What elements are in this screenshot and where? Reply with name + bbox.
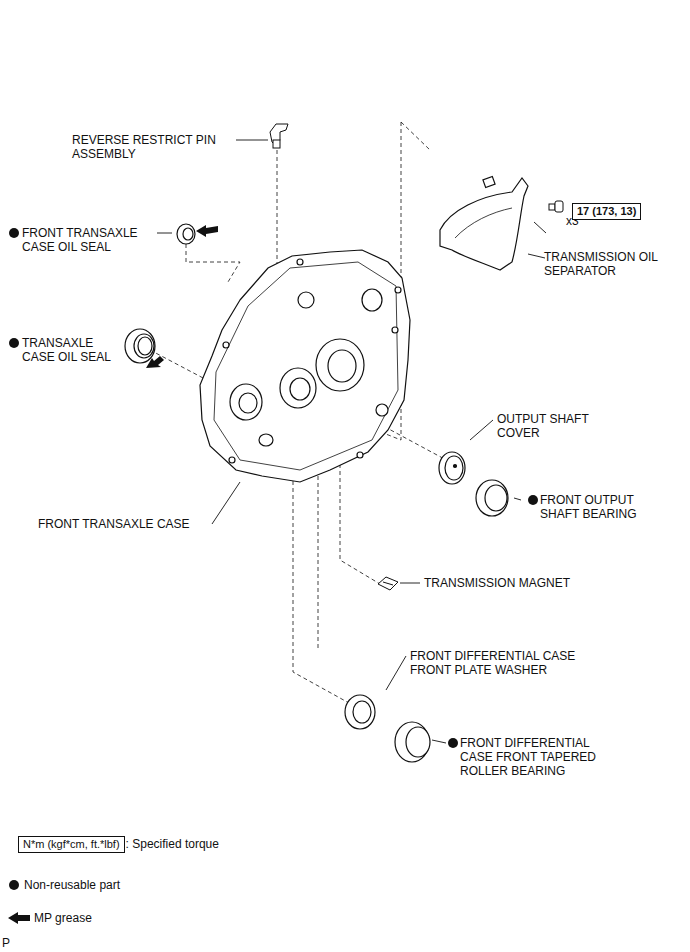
mp-grease-legend-arrow xyxy=(8,912,30,924)
mp-grease-arrow xyxy=(146,225,218,368)
part-name: FRONT DIFFERENTIAL CASE FRONT TAPERED RO… xyxy=(460,736,622,778)
node-text: N*m (kgf*cm, ft.*lbf) xyxy=(23,838,120,850)
legend-text: : Specified torque xyxy=(126,837,219,851)
non-reusable-mark xyxy=(9,228,538,890)
reverse-restrict-pin xyxy=(270,124,288,148)
transaxle-case-oil-seal xyxy=(125,329,155,363)
part-name: TRANSMISSION MAGNET xyxy=(424,576,594,590)
torque-box: 17 (173, 13) xyxy=(572,203,641,220)
torque-unit-box: N*m (kgf*cm, ft.*lbf) xyxy=(18,836,125,853)
part-name: TRANSMISSION OIL SEPARATOR xyxy=(544,250,664,278)
part-name: REVERSE RESTRICT PIN ASSEMBLY xyxy=(72,133,238,161)
front-output-shaft-bearing xyxy=(476,480,508,516)
part-name: OUTPUT SHAFT COVER xyxy=(497,412,593,440)
node-text: 17 (173, 13) xyxy=(577,205,636,217)
tapered-roller-bearing xyxy=(395,722,430,762)
part-name: FRONT OUTPUT SHAFT BEARING xyxy=(540,493,660,521)
front-transaxle-case-oil-seal xyxy=(177,224,195,244)
front-transaxle-case xyxy=(200,250,410,482)
dashed-assembly-lines xyxy=(150,122,450,708)
part-name: FRONT TRANSAXLE CASE xyxy=(38,517,218,531)
transmission-magnet xyxy=(378,577,398,590)
output-shaft-cover xyxy=(439,452,465,484)
legend-text: MP grease xyxy=(34,911,92,925)
bolt xyxy=(549,201,563,212)
front-plate-washer xyxy=(345,695,375,729)
part-name: TRANSAXLE CASE OIL SEAL xyxy=(22,336,112,364)
transmission-oil-separator xyxy=(440,177,528,270)
legend-text: Non-reusable part xyxy=(24,878,120,892)
part-name: FRONT DIFFERENTIAL CASE FRONT PLATE WASH… xyxy=(410,649,590,677)
figure-code: P xyxy=(2,936,22,950)
part-name: FRONT TRANSAXLE CASE OIL SEAL xyxy=(22,226,158,254)
